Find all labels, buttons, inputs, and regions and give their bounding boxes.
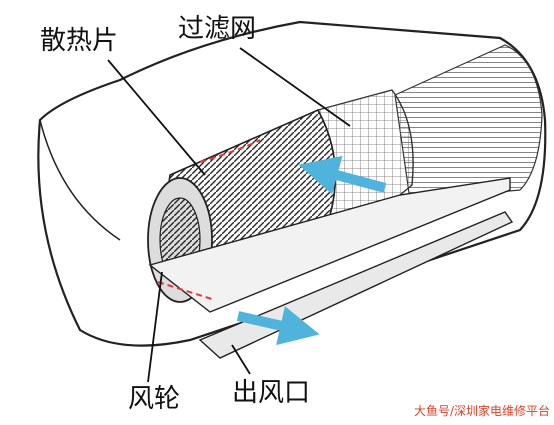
filter-label: 过滤网	[178, 14, 257, 44]
airflow-arrows	[236, 155, 387, 346]
air-outlet-label: 出风口	[232, 378, 311, 408]
heat-sink-label: 散热片	[40, 26, 119, 56]
leader-lines	[107, 47, 351, 383]
watermark: 大鱼号/深圳家电维修平台	[413, 404, 550, 418]
fan-label: 风轮	[128, 384, 181, 414]
vent-grille	[394, 44, 543, 201]
